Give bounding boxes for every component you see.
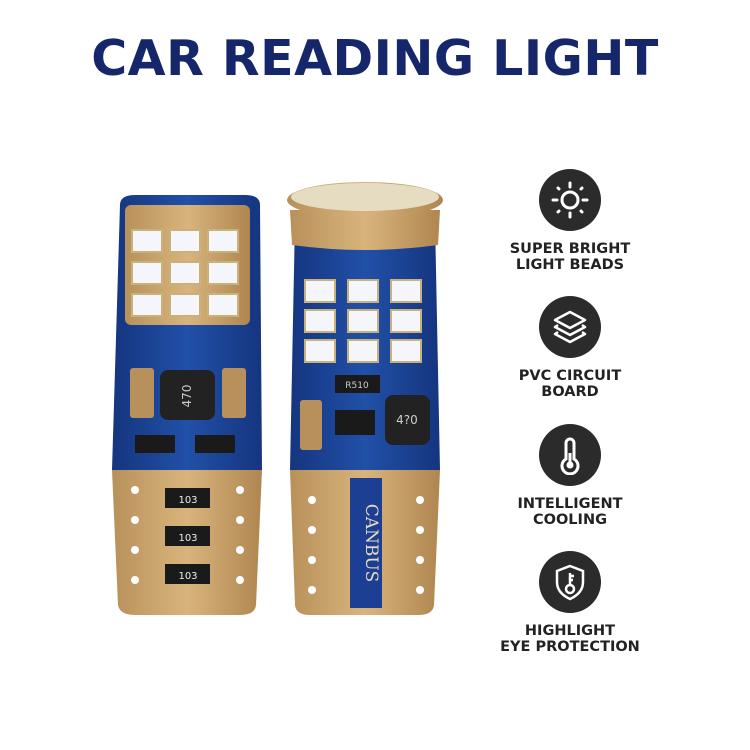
canbus-label: CANBUS — [361, 504, 381, 583]
feature-label: COOLING — [533, 512, 607, 528]
feature-label: BOARD — [541, 384, 599, 400]
inductor-label: 470 — [180, 385, 194, 408]
page-title: CAR READING LIGHT — [91, 30, 659, 87]
thermometer-icon — [539, 424, 601, 486]
layers-icon — [539, 296, 601, 358]
feature-label: EYE PROTECTION — [500, 639, 640, 655]
inductor-label: 4?0 — [396, 413, 418, 427]
bulb-front: 470 103 103 103 — [112, 195, 262, 615]
product-photo: 470 103 103 103 R510 4?0 CANBUS — [112, 182, 443, 615]
sun-icon — [539, 169, 601, 231]
feature-label: PVC CIRCUIT — [518, 368, 622, 384]
resistor-label: 103 — [178, 495, 197, 506]
feature-label: LIGHT BEADS — [515, 257, 625, 273]
chip-label: R510 — [345, 381, 369, 391]
feature-label: INTELLIGENT — [517, 496, 623, 512]
resistor-label: 103 — [178, 533, 197, 544]
shield-key-icon — [539, 551, 601, 613]
resistor-label: 103 — [178, 571, 197, 582]
bulb-side: R510 4?0 CANBUS — [287, 182, 443, 615]
feature-label: HIGHLIGHT — [524, 623, 616, 639]
feature-label: SUPER BRIGHT — [509, 241, 631, 257]
